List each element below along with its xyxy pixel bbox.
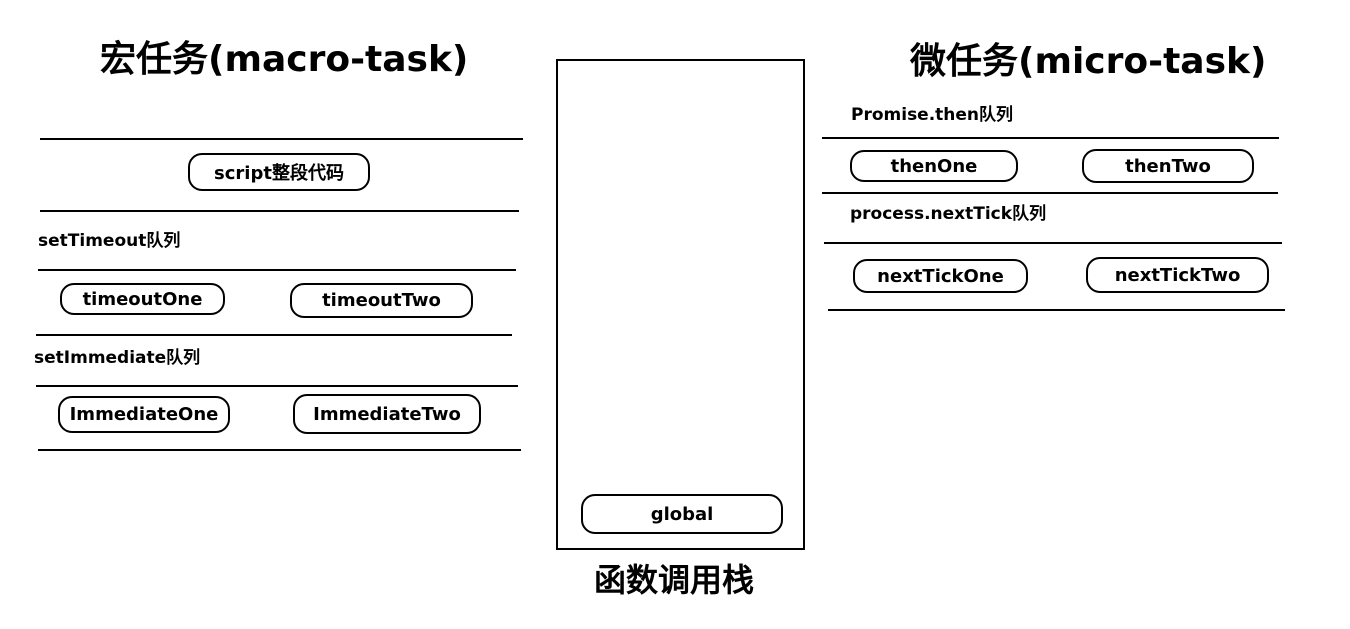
macro-divider-2 — [40, 210, 519, 212]
micro-divider-1 — [822, 137, 1279, 139]
immediate-one-item: ImmediateOne — [58, 396, 230, 433]
nexttick-queue-label: process.nextTick队列 — [850, 204, 1047, 224]
nexttick-one-item: nextTickOne — [853, 259, 1028, 293]
setimmediate-queue-label: setImmediate队列 — [34, 348, 201, 368]
then-two-item: thenTwo — [1082, 149, 1254, 183]
macro-task-title: 宏任务(macro-task) — [100, 39, 469, 80]
settimeout-queue-label: setTimeout队列 — [38, 231, 181, 251]
macro-divider-6 — [38, 449, 521, 451]
immediate-two-item: ImmediateTwo — [293, 394, 481, 434]
then-one-item: thenOne — [850, 150, 1018, 182]
macro-divider-4 — [36, 334, 512, 336]
timeout-one-item: timeoutOne — [60, 283, 225, 315]
call-stack-caption: 函数调用栈 — [593, 561, 754, 599]
nexttick-two-item: nextTickTwo — [1086, 257, 1269, 293]
micro-divider-2 — [822, 192, 1278, 194]
micro-task-title: 微任务(micro-task) — [910, 41, 1267, 82]
promise-then-queue-label: Promise.then队列 — [851, 105, 1014, 125]
micro-divider-4 — [828, 309, 1285, 311]
stack-item-global: global — [581, 494, 783, 534]
macro-divider-3 — [38, 269, 516, 271]
macro-divider-5 — [36, 385, 518, 387]
micro-divider-3 — [824, 242, 1282, 244]
macro-divider-1 — [40, 138, 523, 140]
timeout-two-item: timeoutTwo — [290, 283, 473, 318]
script-item: script整段代码 — [188, 153, 370, 191]
call-stack-box — [556, 59, 805, 550]
